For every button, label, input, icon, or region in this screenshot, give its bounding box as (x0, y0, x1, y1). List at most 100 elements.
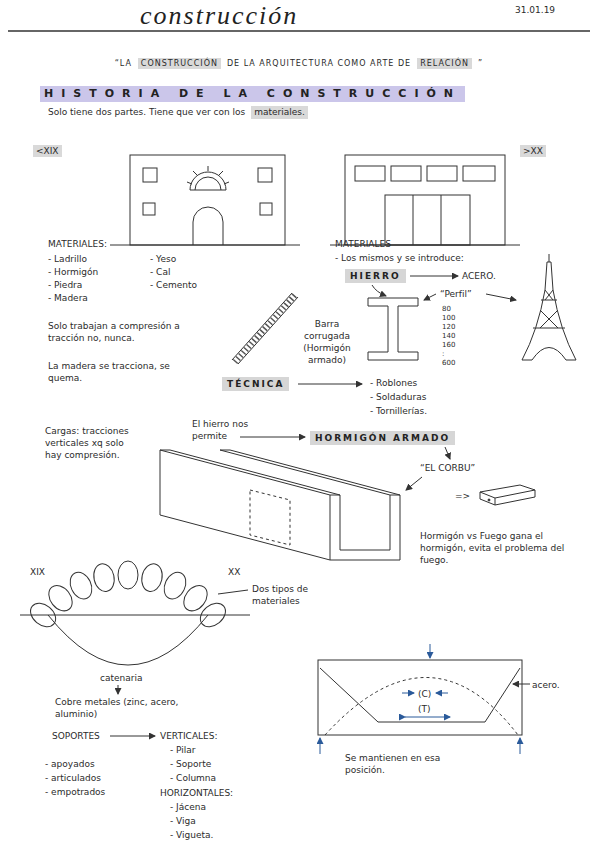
reaction-arrow (320, 738, 321, 754)
rebar (232, 293, 298, 364)
eiffel-tower (522, 254, 576, 360)
note-text: catenaria (100, 672, 142, 684)
reaction-arrow (520, 738, 521, 754)
note-text: ACERO. (462, 270, 496, 282)
node-text: TÉCNICA (227, 378, 284, 390)
note-text: Barra corrugada (Hormigón armado) (292, 318, 362, 367)
note-text: VERTICALES: (160, 730, 217, 742)
intro-line: Solo tiene dos partes. Tiene que ver con… (45, 106, 311, 119)
note-text: SOPORTES (52, 730, 100, 742)
building-xx (330, 155, 520, 245)
note-text: ” (478, 58, 483, 69)
highlight-box: TÉCNICA (222, 377, 289, 391)
note-text: - Hormigón (48, 266, 98, 278)
note-text: (T) (418, 703, 431, 715)
arrow (445, 447, 450, 459)
note-text: - Roblones (370, 377, 417, 389)
note-text: “LA (115, 58, 132, 69)
node-text: HISTORIA DE LA CONSTRUCCIÓN (44, 87, 461, 101)
arrow (240, 437, 305, 438)
note-text: - Pilar (170, 744, 196, 756)
arrow (298, 384, 362, 385)
note-text: XIX (30, 566, 45, 578)
note-text: - Viga (170, 815, 196, 827)
note-text: 120 (442, 323, 455, 331)
leader-line (218, 590, 248, 594)
note-text: materiales. (251, 106, 308, 119)
note-text: El hierro nos permite (192, 418, 272, 442)
note-text: - apoyados (45, 758, 95, 770)
note-text: - Jácena (170, 801, 206, 813)
note-text: : (442, 350, 444, 358)
note-text: (C) (418, 688, 431, 700)
load-arrow (430, 644, 431, 658)
note-text: - Ladrillo (48, 253, 87, 265)
force-arrow (405, 717, 450, 718)
note-text: 600 (442, 359, 455, 367)
note-text: MATERIALES: (48, 238, 107, 250)
building-xix (110, 155, 300, 245)
arrow (406, 477, 422, 490)
highlight-box: HIERRO (345, 269, 406, 283)
note-text: RELACIÓN (417, 58, 472, 69)
note-text: acero. (532, 679, 560, 691)
note-text: Solo trabajan a compresión a tracción no… (48, 320, 198, 344)
note-text: Cobre metales (zinc, acero, aluminio) (55, 696, 195, 720)
note-text: Hormigón vs Fuego gana el hormigón, evit… (420, 530, 585, 566)
note-text: >XX (520, 145, 546, 157)
arrow (513, 684, 530, 685)
note-text: 80 (442, 305, 451, 313)
node-text: HORMIGÓN ARMADO (315, 432, 450, 444)
note-text: - Piedra (48, 279, 82, 291)
arrow (372, 285, 386, 296)
node-text: HIERRO (350, 270, 401, 282)
note-text: - empotrados (45, 786, 105, 798)
note-text: CONSTRUCCIÓN (138, 58, 221, 69)
title-rule (8, 30, 590, 32)
quote-line: “LA CONSTRUCCIÓN DE LA ARQUITECTURA COMO A… (0, 58, 598, 69)
note-text: DE LA ARQUITECTURA COMO ARTE DE (227, 58, 411, 69)
arch (20, 561, 250, 665)
arrow (486, 294, 516, 300)
note-text: La madera se tracciona, se quema. (48, 360, 188, 384)
truss (318, 660, 522, 735)
note-text: => (455, 490, 470, 502)
note-text: - Madera (48, 292, 88, 304)
note-text: - Tornillerías. (370, 405, 427, 417)
note-text: - Cemento (150, 279, 197, 291)
u-channel (160, 450, 400, 560)
note-text: Cargas: tracciones verticales xq solo ha… (45, 425, 140, 461)
note-text: Solo tiene dos partes. Tiene que ver con… (48, 106, 245, 119)
arrow (410, 276, 458, 277)
note-text: XX (228, 566, 240, 578)
force-arrow (436, 693, 448, 694)
i-beam (368, 298, 418, 360)
note-text: - articulados (45, 772, 101, 784)
note-text: 100 (442, 314, 455, 322)
note-text: Dos tipos de materiales (252, 583, 342, 607)
note-text: Se mantienen en esa posición. (345, 752, 470, 776)
note-text: 140 (442, 332, 455, 340)
note-text: - Vigueta. (170, 829, 213, 841)
note-text: - Soldaduras (370, 391, 426, 403)
note-text: - Cal (150, 266, 170, 278)
note-text: MATERIALES (335, 238, 391, 250)
section-band: HISTORIA DE LA CONSTRUCCIÓN (40, 86, 465, 102)
note-text: - Soporte (170, 758, 211, 770)
note-text: - Los mismos y se introduce: (335, 252, 464, 264)
highlight-box: HORMIGÓN ARMADO (310, 431, 455, 445)
note-text: HORIZONTALES: (160, 787, 233, 799)
note-text: “EL CORBU” (420, 462, 475, 474)
note-text: <XIX (33, 145, 62, 157)
corbu-box (480, 485, 535, 505)
note-text: - Columna (170, 772, 216, 784)
arrow (118, 685, 119, 694)
arrow (424, 294, 436, 300)
page-title: construcción (140, 2, 298, 31)
catenary (48, 615, 208, 665)
note-text: “Perfil” (440, 288, 472, 300)
arrow (110, 736, 155, 737)
note-text: - Yeso (150, 253, 176, 265)
